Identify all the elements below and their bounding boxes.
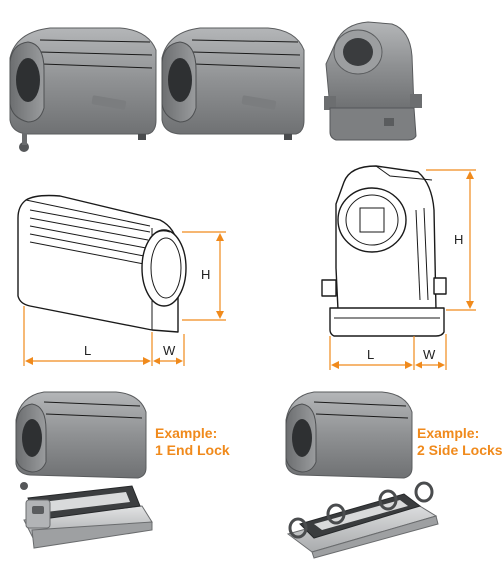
top-drawing-height-label: H <box>454 232 464 247</box>
top-drawing-length-label: L <box>367 347 375 362</box>
side-drawing-dimensions <box>23 231 226 366</box>
side-drawing-height-label: H <box>201 267 211 282</box>
side-locks-caption-line2: 2 Side Locks <box>417 442 503 458</box>
end-lock-housing-photo <box>15 391 153 549</box>
side-entry-hood-photo <box>9 27 157 152</box>
side-drawing-width-label: W <box>163 343 176 358</box>
top-drawing-width-label: W <box>423 347 436 362</box>
side-drawing-length-label: L <box>84 343 92 358</box>
top-entry-hood-photo <box>324 21 422 141</box>
top-drawing-dimensions <box>329 169 476 370</box>
side-locks-housing-photo <box>285 391 439 559</box>
side-locks-caption-line1: Example: <box>417 425 480 441</box>
end-lock-caption-line1: Example: <box>155 425 218 441</box>
end-lock-caption: Example: 1 End Lock <box>155 425 230 459</box>
top-entry-hood-drawing <box>321 165 447 337</box>
side-entry-hood-drawing <box>17 194 187 333</box>
end-lock-caption-line2: 1 End Lock <box>155 442 230 458</box>
side-locks-caption: Example: 2 Side Locks <box>417 425 503 459</box>
side-entry-hood-photo <box>161 27 305 140</box>
